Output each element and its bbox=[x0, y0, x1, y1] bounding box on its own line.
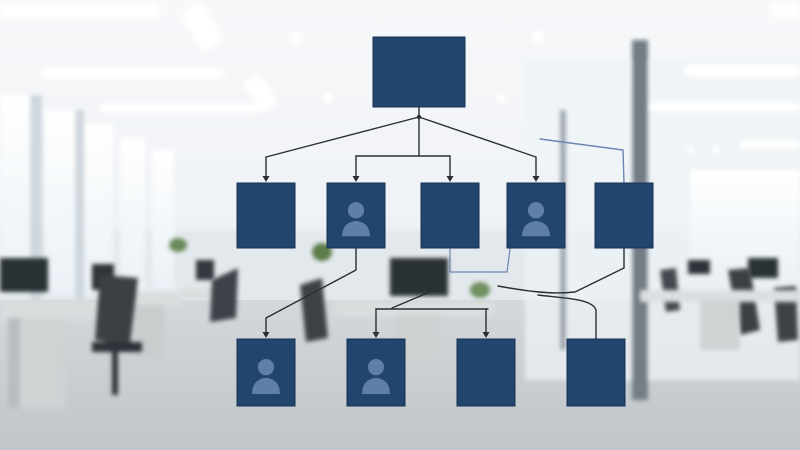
level1-node-5 bbox=[594, 182, 654, 249]
level2-node-2 bbox=[346, 338, 406, 407]
arrowhead-level1-1 bbox=[262, 176, 270, 182]
connector-level1-3-to-4 bbox=[449, 248, 511, 273]
connector-diagonal-center bbox=[391, 285, 445, 309]
arrowhead-level2-1 bbox=[262, 332, 270, 338]
ceiling-light-icon bbox=[0, 3, 800, 154]
connector-to-level1-1 bbox=[265, 116, 420, 177]
level2-node-1 bbox=[236, 338, 296, 407]
level1-node-1-box bbox=[236, 182, 296, 249]
center-desks bbox=[335, 290, 800, 365]
level1-node-4 bbox=[506, 182, 566, 249]
connector-to-level2-1 bbox=[265, 248, 357, 333]
top-node-box bbox=[372, 36, 466, 108]
arrowhead-level2-3 bbox=[482, 332, 490, 338]
level2-node-2-box bbox=[346, 338, 406, 407]
person-icon bbox=[252, 359, 280, 394]
person-icon bbox=[522, 202, 550, 237]
arrowhead-level2-2 bbox=[372, 332, 380, 338]
level1-node-3-box bbox=[420, 182, 480, 249]
person-icon bbox=[362, 359, 390, 394]
org-nodes bbox=[236, 36, 654, 407]
connector-from-level1-5 bbox=[497, 248, 625, 294]
connectors bbox=[262, 106, 625, 340]
level1-node-5-box bbox=[594, 182, 654, 249]
connector-to-level1-4 bbox=[418, 116, 537, 177]
level1-node-2 bbox=[326, 182, 386, 249]
level2-node-3 bbox=[456, 338, 516, 407]
level2-node-4-box bbox=[566, 338, 626, 407]
arrowhead-level1-3 bbox=[446, 176, 454, 182]
level1-node-1 bbox=[236, 182, 296, 249]
connector-to-level2-4 bbox=[537, 294, 597, 340]
level1-node-3 bbox=[420, 182, 480, 249]
arrowhead-level1-4 bbox=[532, 176, 540, 182]
left-windows bbox=[0, 95, 174, 305]
level2-node-3-box bbox=[456, 338, 516, 407]
connector-to-level1-5 bbox=[539, 138, 625, 184]
person-icon bbox=[342, 202, 370, 237]
level2-node-4 bbox=[566, 338, 626, 407]
arrowhead-level1-2 bbox=[352, 176, 360, 182]
top-node bbox=[372, 36, 466, 108]
